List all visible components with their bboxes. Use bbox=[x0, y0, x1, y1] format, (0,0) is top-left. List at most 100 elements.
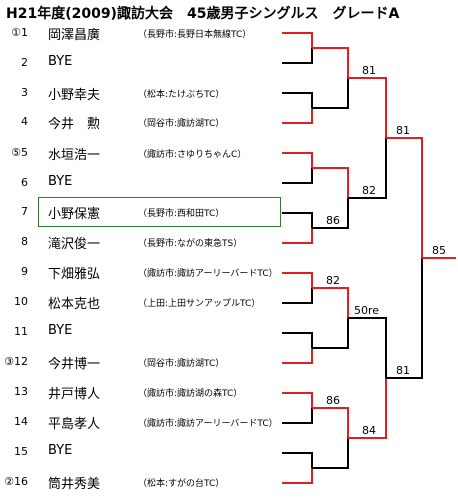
player-name: BYE bbox=[48, 443, 73, 458]
player-name: 小野幸夫 bbox=[48, 88, 101, 103]
player-club: （松本:たけぶちTC） bbox=[138, 90, 225, 100]
player-name: 松本克也 bbox=[48, 297, 101, 312]
match-score: 81 bbox=[362, 64, 376, 77]
seed-number: 7 bbox=[21, 205, 28, 218]
player-row: 11 BYE bbox=[0, 323, 300, 343]
player-row: 14 平島孝人 （諏訪市:諏訪アーリーバードTC） bbox=[0, 413, 300, 433]
bracket-line bbox=[282, 152, 313, 168]
match-score: 85 bbox=[432, 244, 446, 257]
match-score: 81 bbox=[396, 364, 410, 377]
bracket-line bbox=[312, 47, 349, 78]
player-club: （長野市:ながの東急TS） bbox=[138, 239, 243, 249]
bracket-line bbox=[282, 348, 313, 364]
bracket-line bbox=[312, 167, 349, 198]
seed-number: 13 bbox=[14, 385, 28, 398]
seed-number: ⑤5 bbox=[11, 146, 28, 159]
match-score: 50re bbox=[354, 304, 379, 317]
match-score: 84 bbox=[362, 424, 376, 437]
seed-number: 9 bbox=[21, 265, 28, 278]
bracket-line bbox=[282, 92, 313, 108]
player-row: ③12 今井博一 （岡谷市:諏訪湖TC） bbox=[0, 353, 300, 373]
seed-number: 14 bbox=[14, 415, 28, 428]
player-name: BYE bbox=[48, 174, 73, 189]
player-club: （長野市:長野日本無線TC） bbox=[138, 30, 252, 40]
seed-number: 3 bbox=[21, 86, 28, 99]
bracket-line bbox=[348, 138, 387, 199]
bracket-line bbox=[282, 332, 313, 348]
bracket-line bbox=[312, 438, 349, 469]
player-name: 岡澤昌廣 bbox=[48, 28, 101, 43]
player-row: 15 BYE bbox=[0, 443, 300, 463]
bracket-line bbox=[282, 452, 313, 468]
bracket-line bbox=[348, 77, 387, 138]
match-score: 86 bbox=[326, 214, 340, 227]
bracket-line bbox=[282, 32, 313, 48]
bracket-line bbox=[348, 317, 387, 378]
player-club: （諏訪市:諏訪アーリーバードTC） bbox=[138, 269, 278, 279]
player-row: 2 BYE bbox=[0, 54, 300, 74]
match-score: 82 bbox=[326, 274, 340, 287]
player-name: 今井博一 bbox=[48, 357, 101, 372]
player-club: （上田:上田サンアップルTC） bbox=[138, 299, 261, 309]
bracket-line bbox=[282, 48, 313, 64]
player-name: 井戸博人 bbox=[48, 387, 101, 402]
bracket-line bbox=[282, 108, 313, 124]
match-score: 82 bbox=[362, 184, 376, 197]
round2-lines bbox=[312, 47, 349, 469]
player-name: BYE bbox=[48, 54, 73, 69]
bracket-line bbox=[312, 318, 349, 349]
bracket-line bbox=[386, 137, 423, 258]
player-row: 10 松本克也 （上田:上田サンアップルTC） bbox=[0, 293, 300, 313]
player-row: 8 滝沢俊一 （長野市:ながの東急TS） bbox=[0, 233, 300, 253]
player-row: 7 小野保憲 （長野市:西和田TC） bbox=[0, 203, 300, 223]
final-lines bbox=[386, 137, 456, 379]
round3-lines bbox=[348, 77, 387, 439]
round1-lines bbox=[282, 32, 313, 484]
seed-number: 8 bbox=[21, 235, 28, 248]
seed-number: 4 bbox=[21, 115, 28, 128]
bracket-line bbox=[282, 228, 313, 244]
player-name: 筒井秀美 bbox=[48, 477, 101, 492]
player-name: 平島孝人 bbox=[48, 417, 101, 432]
seed-number: 11 bbox=[14, 325, 28, 338]
player-name: 滝沢俊一 bbox=[48, 237, 101, 252]
bracket-line bbox=[312, 407, 349, 438]
player-row: 9 下畑雅弘 （諏訪市:諏訪アーリーバードTC） bbox=[0, 263, 300, 283]
player-row: ②16 筒井秀美 （松本:すがの台TC） bbox=[0, 473, 300, 493]
bracket-line bbox=[312, 78, 349, 109]
seed-number: 10 bbox=[14, 295, 28, 308]
seed-number: 6 bbox=[21, 176, 28, 189]
player-name: 今井 勲 bbox=[48, 117, 101, 132]
bracket-line bbox=[282, 168, 313, 184]
player-row: 4 今井 勲 （岡谷市:諏訪湖TC） bbox=[0, 113, 300, 133]
player-row: 6 BYE bbox=[0, 174, 300, 194]
match-score: 86 bbox=[326, 394, 340, 407]
bracket-line bbox=[312, 198, 349, 229]
player-row: ①1 岡澤昌廣 （長野市:長野日本無線TC） bbox=[0, 24, 300, 44]
seed-number: ③12 bbox=[4, 355, 28, 368]
bracket-line bbox=[386, 258, 423, 379]
player-club: （松本:すがの台TC） bbox=[138, 479, 225, 489]
page-title: H21年度(2009)諏訪大会 45歳男子シングルス グレードA bbox=[6, 6, 400, 22]
match-score: 81 bbox=[396, 124, 410, 137]
player-club: （諏訪市:諏訪アーリーバードTC） bbox=[138, 419, 278, 429]
bracket-line bbox=[282, 288, 313, 304]
player-club: （岡谷市:諏訪湖TC） bbox=[138, 359, 225, 369]
seed-number: ②16 bbox=[4, 475, 28, 488]
player-name: 小野保憲 bbox=[48, 207, 101, 222]
player-name: 水垣浩一 bbox=[48, 148, 101, 163]
seed-number: 15 bbox=[14, 445, 28, 458]
player-club: （諏訪市:諏訪湖の森TC） bbox=[138, 389, 243, 399]
match-scores: 81 81 82 86 85 82 50re 81 86 84 bbox=[326, 64, 446, 437]
bracket-line bbox=[282, 212, 313, 228]
bracket-line bbox=[348, 378, 387, 439]
bracket-line bbox=[282, 392, 313, 408]
seed-number: 2 bbox=[21, 56, 28, 69]
player-row: ⑤5 水垣浩一 （諏訪市:さゆりちゃんC） bbox=[0, 144, 300, 164]
player-club: （諏訪市:さゆりちゃんC） bbox=[138, 150, 247, 160]
bracket-line bbox=[282, 272, 313, 288]
bracket-line bbox=[312, 287, 349, 318]
bracket-line bbox=[282, 468, 313, 484]
seed-number: ①1 bbox=[11, 26, 28, 39]
